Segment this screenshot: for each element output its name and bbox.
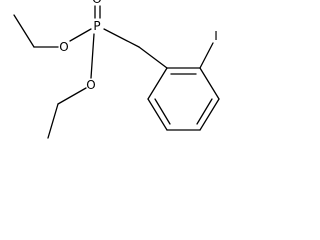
- bond-o-upper-p: [69, 28, 92, 42]
- ring-bond-c5-c6: [147, 98, 168, 131]
- ring-bond-c2-c3: [199, 67, 220, 100]
- atom-label-phosphoryl-oxygen: O: [92, 0, 101, 6]
- ring-double-c5-c6: [154, 98, 171, 125]
- bond-o-lower-ch2: [57, 87, 87, 105]
- bond-c-iodine: [199, 42, 214, 69]
- atom-label-ester-oxygen-upper: O: [59, 40, 68, 54]
- atom-label-phosphorus: P: [93, 19, 100, 33]
- ring-bond-c6-c1: [147, 67, 168, 100]
- atom-label-iodine: I: [214, 29, 218, 43]
- bond-p-ch2: [103, 28, 140, 48]
- bond-p-o-lower: [90, 33, 95, 79]
- bond-ch2-aryl: [138, 46, 168, 69]
- ring-double-c3-c4: [196, 98, 213, 125]
- bond-ethyl-upper-ch3-ch2: [13, 14, 35, 48]
- atom-label-ester-oxygen-lower: O: [86, 78, 95, 92]
- ring-bond-c3-c4: [199, 98, 220, 131]
- bond-ethyl-lower-ch2-ch3: [47, 103, 59, 139]
- chemical-structure: O P O O I: [13, 0, 220, 139]
